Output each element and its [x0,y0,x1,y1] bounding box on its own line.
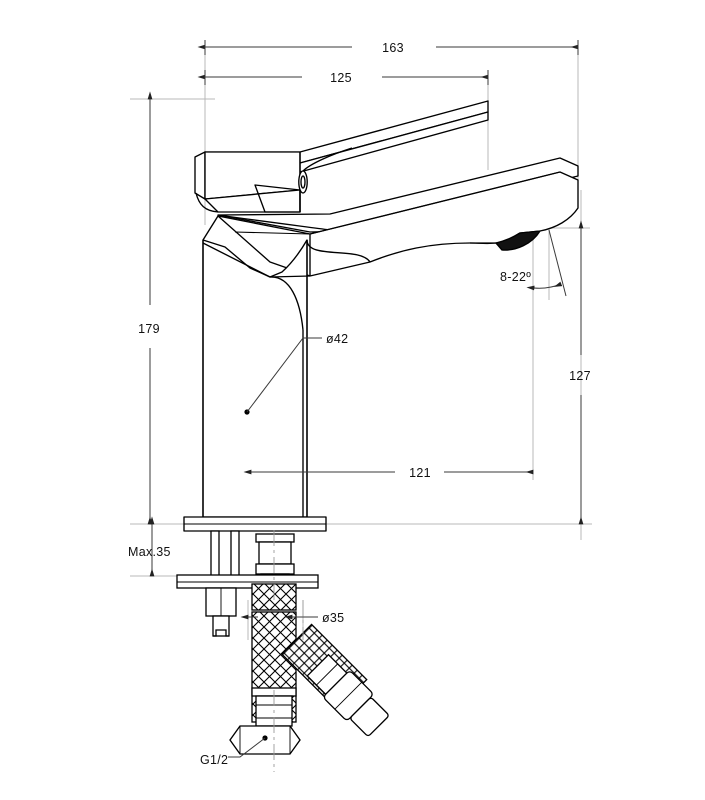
flexible-hoses [229,583,389,755]
mounting-stud-right [230,530,240,578]
dimension-spout-reach: 125 [197,70,489,85]
leader-label-diameter42: ø42 [326,332,348,346]
angle-arc [526,281,563,291]
column-riser [202,239,308,518]
dimension-spout-projection: 121 [243,466,534,480]
dimension-label-121: 121 [409,466,431,480]
dimension-label-163: 163 [382,41,404,55]
handle-rear-cap [194,151,206,200]
centre-lines [273,530,304,772]
branch-nut-a-line [334,681,363,710]
dimension-label-125: 125 [330,71,352,85]
handle-front-lip [195,192,219,213]
leader-line-body-diameter [246,337,322,413]
dimension-label-max35: Max.35 [128,545,171,559]
dimension-label-127: 127 [569,369,591,383]
deck-mount-plate [176,574,319,589]
spout-aerator-outlet [495,230,541,251]
fixing-nut-foot [213,629,229,637]
leader-label-angle: 8-22º [500,270,531,284]
branch-ferrule-line [316,663,338,686]
dimension-overall-height: 179 [138,91,160,525]
connector-collar-top [255,533,295,543]
branch-nut-b [350,697,389,737]
leader-line-thread [228,737,266,758]
dimension-spout-height: 127 [569,220,591,525]
leader-hose-diameter: ø35 [240,611,344,625]
dimension-label-179: 179 [138,322,160,336]
leader-label-g12: G1/2 [200,753,228,767]
column-inner-fillet [269,276,304,331]
angle-ray-line [548,229,567,297]
faucet-body-geometry [183,100,579,532]
connector-body [258,541,292,565]
leader-body-diameter: ø42 [244,332,348,415]
dimension-max-deck-thickness: Max.35 [128,516,171,577]
mounting-stud-left [210,530,220,578]
handle-pivot-sweep [302,147,353,172]
dimension-overall-width: 163 [197,40,579,55]
connector-collar-bottom [255,563,295,575]
handle-pivot-hole [300,175,306,189]
leader-thread-size: G1/2 [200,735,268,767]
leader-spout-angle: 8-22º [500,229,567,297]
leader-label-diameter35: ø35 [322,611,344,625]
column-right-blend [306,239,371,263]
spout-top-inner-line [234,171,561,235]
column-left-shoulder [202,215,219,241]
